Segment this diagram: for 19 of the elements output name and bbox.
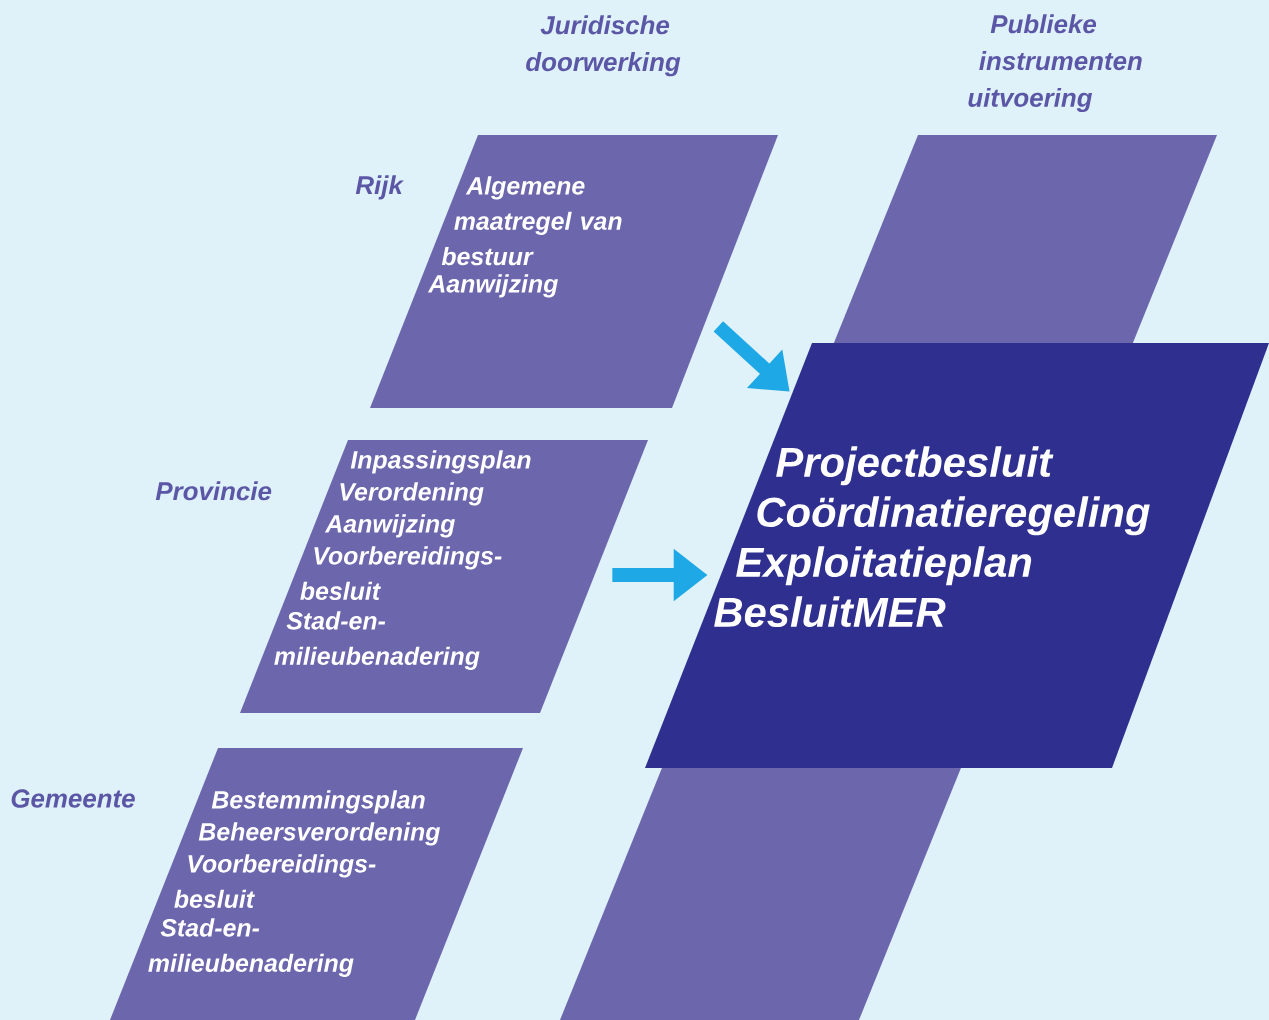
box-text: Algemene maatregel van bestuur — [441, 176, 622, 266]
box-text: Aanwijzing — [324, 514, 455, 538]
box-text: Coördinatieregeling — [757, 496, 1150, 536]
box-text: BesluitMER — [714, 596, 946, 628]
box-text: Bestemmingsplan — [211, 790, 425, 814]
column-heading: Juridische doorwerking — [526, 15, 681, 77]
box-text: Inpassingsplan — [350, 450, 531, 474]
row-label: Provincie — [155, 481, 272, 501]
box-text: Verordening — [340, 482, 484, 506]
box-text: Exploitatieplan — [736, 546, 1032, 586]
box-text: Beheersverordening — [198, 822, 440, 846]
row-label: Gemeente — [11, 789, 135, 808]
box-text: Stad-en-milieubenadering — [148, 918, 354, 977]
box-text: Aanwijzing — [427, 274, 558, 298]
box-text: Projectbesluit — [776, 446, 1054, 486]
box-text: Voorbereidings-besluit — [300, 546, 502, 600]
row-label: Rijk — [355, 175, 404, 200]
box-text: Stad-en-milieubenadering — [274, 611, 480, 670]
box-text: Voorbereidings-besluit — [174, 854, 376, 908]
